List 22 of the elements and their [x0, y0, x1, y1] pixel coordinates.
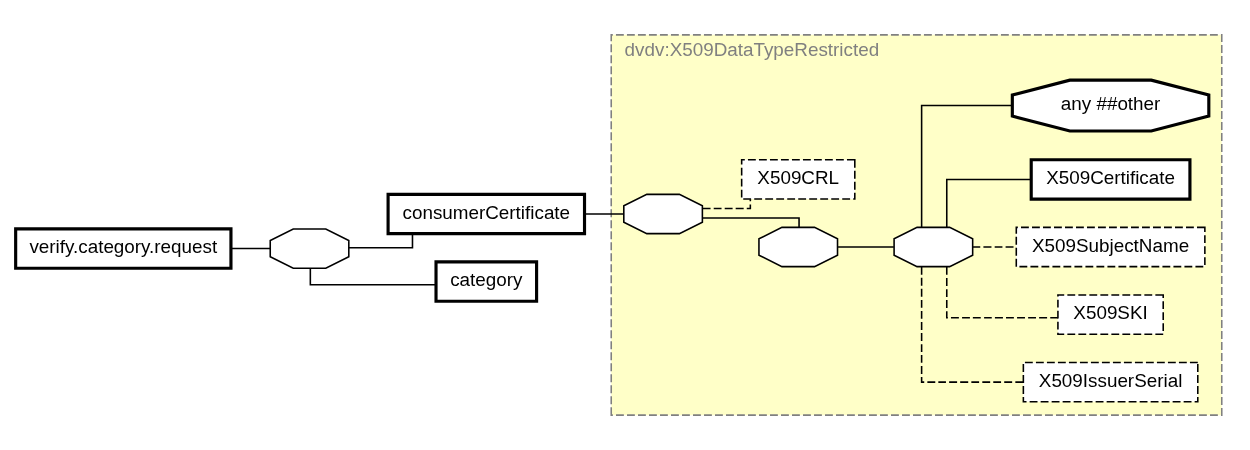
node-octagon: [623, 193, 704, 235]
connector: [701, 217, 800, 228]
node-box: X509CRL: [740, 159, 856, 200]
connector: [348, 232, 414, 249]
connector: [920, 266, 1025, 383]
node-octagon: [269, 228, 350, 269]
node-box: X509IssuerSerial: [1022, 361, 1199, 403]
node-box: X509Certificate: [1029, 158, 1192, 201]
connector: [946, 178, 1032, 228]
node-box: X509SubjectName: [1015, 226, 1206, 268]
connector: [946, 266, 1059, 319]
node-box: X509SKI: [1057, 294, 1164, 335]
connector: [837, 246, 895, 248]
node-box: consumerCertificate: [386, 192, 587, 236]
node-box: verify.category.request: [14, 227, 233, 270]
node-octagon: [758, 226, 839, 268]
connector: [583, 213, 625, 215]
node-box: category: [434, 260, 539, 303]
connector: [920, 104, 1013, 229]
connector: [230, 247, 271, 250]
node-octagon: [893, 226, 974, 268]
connector: [701, 198, 752, 210]
